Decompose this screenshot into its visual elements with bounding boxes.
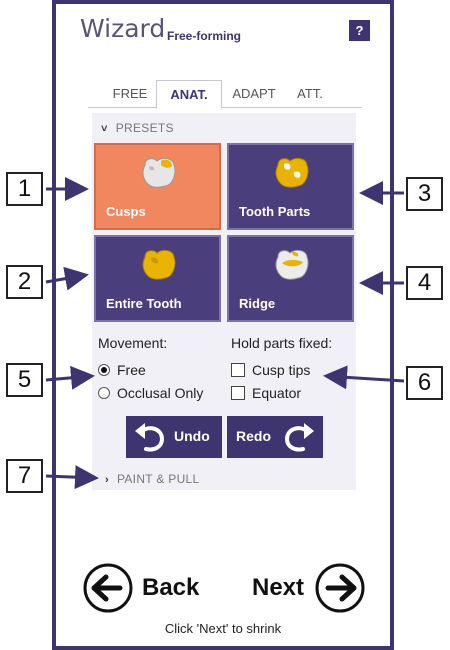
equator-label: Equator [252, 385, 302, 401]
tooth-entire-icon [142, 249, 176, 280]
next-button[interactable]: Next [252, 560, 372, 616]
preset-ridge-label: Ridge [239, 296, 276, 311]
preset-entire-tooth-button[interactable]: Entire Tooth [94, 235, 221, 322]
tab-anat[interactable]: ANAT. [156, 80, 222, 109]
redo-arrow-icon [284, 423, 314, 452]
chevron-down-icon: ˅ [101, 123, 108, 135]
redo-label: Redo [236, 428, 271, 444]
callout-4: 4 [406, 266, 443, 300]
wizard-subtitle: Free-forming [167, 29, 242, 43]
movement-occlusal-label: Occlusal Only [117, 385, 204, 401]
wizard-title: Wizard [80, 14, 166, 43]
presets-header[interactable]: ˅ PRESETS [101, 121, 174, 135]
callout-5: 5 [6, 363, 43, 397]
tab-free[interactable]: FREE [112, 86, 148, 101]
paint-pull-heading: PAINT & PULL [116, 472, 200, 486]
tooth-cusps-icon [142, 157, 176, 188]
callout-2: 2 [6, 265, 43, 299]
tab-adapt[interactable]: ADAPT [232, 86, 276, 101]
preset-tooth-parts-label: Tooth Parts [239, 204, 311, 219]
chevron-right-icon: › [105, 474, 109, 486]
tooth-parts-icon [275, 157, 309, 188]
callout-7: 7 [6, 459, 43, 493]
paint-pull-header[interactable]: › PAINT & PULL [105, 472, 200, 486]
cusp-tips-checkbox[interactable] [231, 363, 245, 377]
arrow-right-circle-icon [315, 563, 365, 613]
next-hint: Click 'Next' to shrink [164, 621, 282, 636]
presets-heading: PRESETS [115, 121, 174, 135]
callout-arrow-2 [45, 266, 89, 291]
hold-parts-heading: Hold parts fixed: [231, 335, 333, 351]
movement-free-radio[interactable] [98, 364, 110, 376]
tooth-ridge-icon [275, 249, 309, 280]
movement-free-label: Free [117, 362, 146, 378]
callout-6: 6 [406, 366, 443, 400]
preset-ridge-button[interactable]: Ridge [227, 235, 354, 322]
redo-button[interactable]: Redo [227, 416, 323, 458]
arrow-left-circle-icon [83, 563, 133, 613]
preset-tooth-parts-button[interactable]: Tooth Parts [227, 143, 354, 230]
undo-label: Undo [174, 428, 210, 444]
tab-att[interactable]: ATT. [297, 86, 323, 101]
callout-3: 3 [406, 177, 443, 211]
movement-heading: Movement: [98, 335, 168, 351]
preset-cusps-label: Cusps [106, 204, 146, 219]
undo-button[interactable]: Undo [126, 416, 222, 458]
back-button[interactable]: Back [82, 560, 202, 616]
callout-1: 1 [6, 172, 43, 206]
undo-arrow-icon [135, 423, 165, 452]
back-label: Back [142, 574, 200, 601]
preset-entire-tooth-label: Entire Tooth [106, 296, 182, 311]
movement-occlusal-radio[interactable] [98, 387, 110, 399]
next-label: Next [252, 574, 305, 601]
callout-arrow-7 [45, 465, 99, 490]
equator-checkbox[interactable] [231, 386, 245, 400]
cusp-tips-label: Cusp tips [252, 362, 311, 378]
preset-cusps-button[interactable]: Cusps [94, 143, 221, 230]
tab-bar: FREE ANAT. ADAPT ATT. [88, 80, 362, 109]
help-button[interactable]: ? [349, 20, 370, 41]
callout-arrow-6 [323, 365, 405, 390]
callout-arrow-5 [45, 365, 95, 390]
